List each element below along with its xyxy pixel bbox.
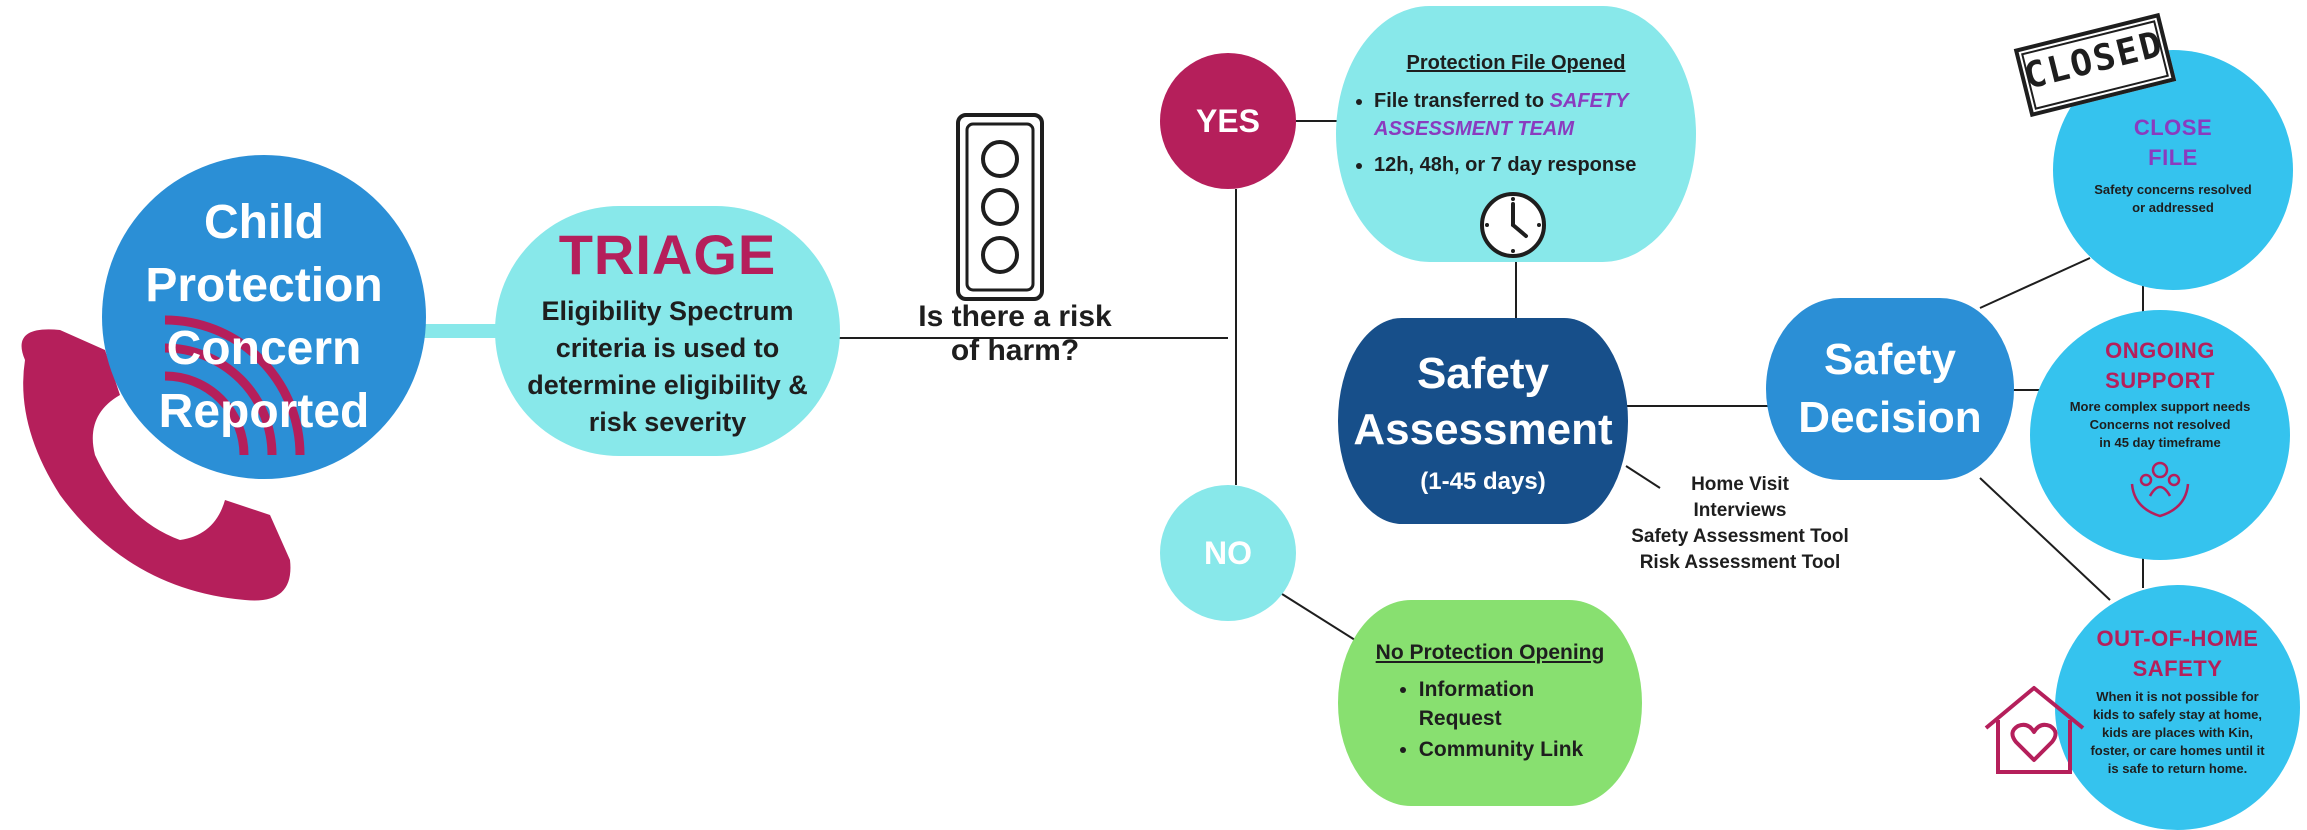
out-of-home-heading-line: OUT-OF-HOME — [2096, 625, 2259, 651]
protection-file-heading: Protection File Opened — [1406, 51, 1626, 74]
no-protection-heading: No Protection Opening — [1375, 640, 1605, 664]
assessment-tools-list: Home Visit Interviews Safety Assessment … — [1610, 472, 1870, 576]
safety-decision-title-line: Safety — [1823, 335, 1957, 384]
no-protection-node: No Protection Opening Information Reques… — [1338, 600, 1642, 806]
no-protection-item: Information Request — [1419, 675, 1569, 733]
safety-assessment-title-line: Assessment — [1353, 405, 1613, 454]
tool-item: Safety Assessment Tool — [1631, 526, 1849, 547]
risk-question: Is there a risk of harm? — [880, 300, 1150, 368]
triage-body-line: risk severity — [588, 406, 747, 437]
safety-assessment-node: Safety Assessment (1-45 days) — [1338, 318, 1628, 524]
traffic-light-icon — [956, 113, 1044, 301]
question-line: of harm? — [950, 334, 1080, 367]
ongoing-support-node: ONGOING SUPPORT More complex support nee… — [2030, 310, 2290, 560]
ongoing-body-line: Concerns not resolved — [2089, 416, 2231, 432]
triage-title: TRIAGE — [558, 222, 777, 286]
close-file-heading-line: CLOSE — [2133, 115, 2213, 140]
tool-item: Risk Assessment Tool — [1639, 552, 1841, 573]
phone-icon — [21, 329, 291, 601]
safety-decision-title-line: Decision — [1798, 393, 1982, 442]
close-file-body-line: Safety concerns resolved — [2094, 182, 2252, 197]
out-of-home-body-line: kids to safely stay at home, — [2092, 706, 2263, 722]
ongoing-body-line: in 45 day timeframe — [2099, 434, 2221, 450]
triage-body-line: determine eligibility & — [527, 369, 808, 400]
out-of-home-body-line: foster, or care homes until it — [2090, 742, 2265, 758]
house-heart-icon — [1984, 686, 2085, 774]
concern-reported-node: Child Protection Concern Reported — [102, 155, 426, 479]
ongoing-heading-line: ONGOING — [2105, 337, 2215, 363]
ongoing-body-line: More complex support needs — [2069, 398, 2251, 414]
start-title-line: Child — [204, 196, 324, 249]
triage-node: TRIAGE Eligibility Spectrum criteria is … — [495, 206, 840, 456]
safety-decision-node: Safety Decision — [1766, 298, 2014, 480]
out-of-home-body-line: When it is not possible for — [2096, 688, 2259, 704]
tool-item: Home Visit — [1691, 474, 1789, 495]
yes-label: YES — [1195, 102, 1261, 139]
close-file-body-line: or addressed — [2132, 200, 2214, 215]
sound-waves-icon — [164, 315, 305, 456]
protection-file-bullet: 12h, 48h, or 7 day response — [1374, 151, 1678, 179]
out-of-home-node: OUT-OF-HOME SAFETY When it is not possib… — [2055, 585, 2300, 830]
question-line: Is there a risk — [918, 300, 1112, 333]
protection-file-bullet: File transferred to SAFETY ASSESSMENT TE… — [1374, 87, 1678, 143]
no-node: NO — [1160, 485, 1296, 621]
out-of-home-body-line: is safe to return home. — [2107, 760, 2248, 776]
triage-body-line: Eligibility Spectrum — [541, 295, 794, 326]
out-of-home-body-line: kids are places with Kin, — [2101, 724, 2253, 740]
triage-body-line: criteria is used to — [555, 332, 780, 363]
close-file-heading-line: FILE — [2148, 145, 2198, 170]
out-of-home-heading-line: SAFETY — [2132, 655, 2223, 681]
safety-assessment-title-line: Safety — [1416, 349, 1550, 398]
family-care-icon — [2130, 461, 2190, 517]
clock-icon — [1480, 192, 1546, 258]
start-title-line: Reported — [158, 385, 370, 438]
start-title-line: Protection — [145, 259, 383, 312]
no-protection-item: Community Link — [1419, 735, 1584, 764]
tool-item: Interviews — [1693, 500, 1787, 521]
ongoing-heading-line: SUPPORT — [2105, 367, 2215, 393]
safety-assessment-duration: (1-45 days) — [1420, 468, 1546, 495]
safety-team-text: SAFETY ASSESSMENT TEAM — [1374, 89, 1629, 140]
yes-node: YES — [1160, 53, 1296, 189]
start-title-line: Concern — [166, 322, 362, 375]
bullet-text: File transferred to — [1374, 89, 1545, 112]
no-label: NO — [1204, 534, 1252, 571]
